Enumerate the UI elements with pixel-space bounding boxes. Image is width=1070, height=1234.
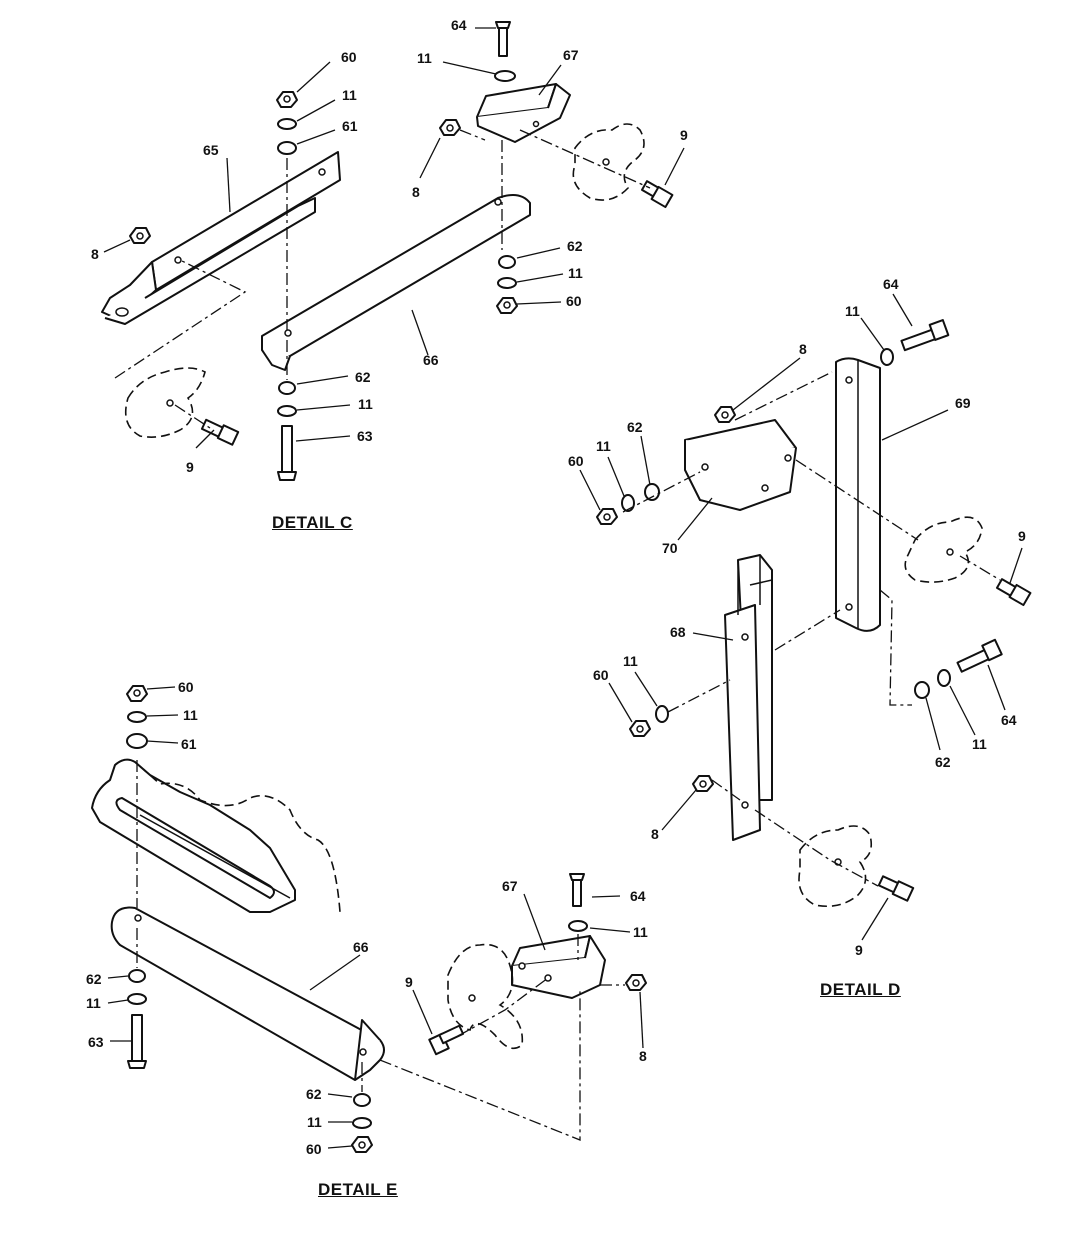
plate-outline-lower [447,943,524,1050]
callout-70: 70 [662,540,678,556]
callout-61: 61 [181,736,197,752]
callout-60: 60 [306,1141,322,1157]
callout-64: 64 [630,888,646,904]
callout-67: 67 [563,47,579,63]
callout-60: 60 [178,679,194,695]
bar-66 [261,193,531,371]
callout-65: 65 [203,142,219,158]
callout-64: 64 [1001,712,1017,728]
callout-11: 11 [845,303,860,319]
callout-11: 11 [358,396,373,412]
callout-11: 11 [568,265,583,281]
hardware-detail-c [103,21,685,481]
callout-62: 62 [86,971,102,987]
detail-e-drawing [91,685,647,1153]
callout-11: 11 [417,50,432,66]
hardware-detail-e [107,685,647,1153]
detail-d-drawing [579,293,1032,941]
callout-9: 9 [680,127,688,143]
callout-69: 69 [955,395,971,411]
plate-outline-bottom [798,825,873,908]
callout-62: 62 [627,419,643,435]
callout-9: 9 [855,942,863,958]
callout-66: 66 [423,352,439,368]
hardware-detail-d [579,293,1032,941]
plate-outline-right [904,516,983,583]
callout-9: 9 [1018,528,1026,544]
callout-11: 11 [183,707,198,723]
panel-outline [91,758,341,913]
callout-64: 64 [451,17,467,33]
detail-d-title: DETAIL D [820,980,901,999]
callout-11: 11 [342,87,357,103]
callout-11: 11 [307,1114,322,1130]
callout-64: 64 [883,276,899,292]
callout-11: 11 [623,653,638,669]
bracket-68 [724,554,773,841]
callout-8: 8 [639,1048,647,1064]
callout-8: 8 [651,826,659,842]
bracket-65 [101,151,341,325]
callout-11: 11 [633,924,648,940]
callout-62: 62 [355,369,371,385]
callout-11: 11 [972,736,987,752]
callout-62: 62 [306,1086,322,1102]
callout-8: 8 [91,246,99,262]
callout-60: 60 [566,293,582,309]
bracket-70 [684,419,797,511]
callout-9: 9 [405,974,413,990]
bracket-67 [476,83,571,143]
callout-62: 62 [935,754,951,770]
detail-c-title: DETAIL C [272,513,353,532]
callout-60: 60 [568,453,584,469]
plate-outline-left [124,367,206,438]
callout-9: 9 [186,459,194,475]
bracket-67-lower [511,935,606,999]
callout-8: 8 [412,184,420,200]
bar-66-lower [110,906,385,1081]
callout-63: 63 [357,428,373,444]
callout-11: 11 [596,438,611,454]
detail-e-title: DETAIL E [318,1180,398,1199]
callout-63: 63 [88,1034,104,1050]
callout-62: 62 [567,238,583,254]
callout-11: 11 [86,995,101,1011]
plate-outline-top [572,123,645,201]
callout-67: 67 [502,878,518,894]
callout-68: 68 [670,624,686,640]
plate-69 [835,357,881,632]
callout-61: 61 [342,118,358,134]
detail-c-drawing [101,21,685,481]
callout-60: 60 [341,49,357,65]
callout-66: 66 [353,939,369,955]
callout-60: 60 [593,667,609,683]
callout-8: 8 [799,341,807,357]
